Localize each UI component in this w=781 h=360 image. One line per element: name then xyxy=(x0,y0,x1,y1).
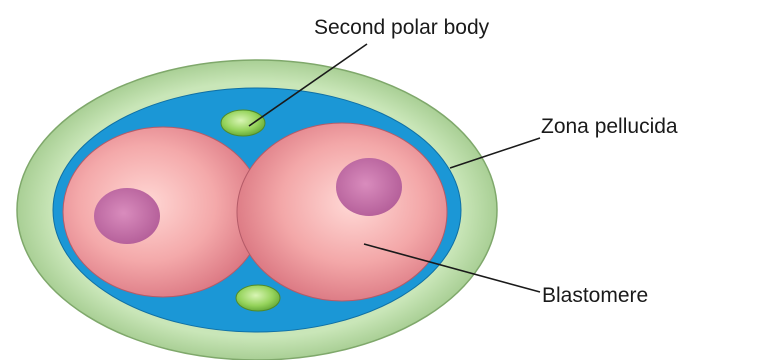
second-polar-body-bottom xyxy=(236,285,280,311)
nucleus-right xyxy=(336,158,402,216)
label-second-polar-body: Second polar body xyxy=(314,17,489,38)
blastomere-right xyxy=(237,123,447,301)
label-zona-pellucida: Zona pellucida xyxy=(541,116,678,137)
nucleus-left xyxy=(94,188,160,244)
blastomere-left xyxy=(63,127,263,297)
second-polar-body-top xyxy=(221,110,265,136)
label-blastomere: Blastomere xyxy=(542,285,648,306)
